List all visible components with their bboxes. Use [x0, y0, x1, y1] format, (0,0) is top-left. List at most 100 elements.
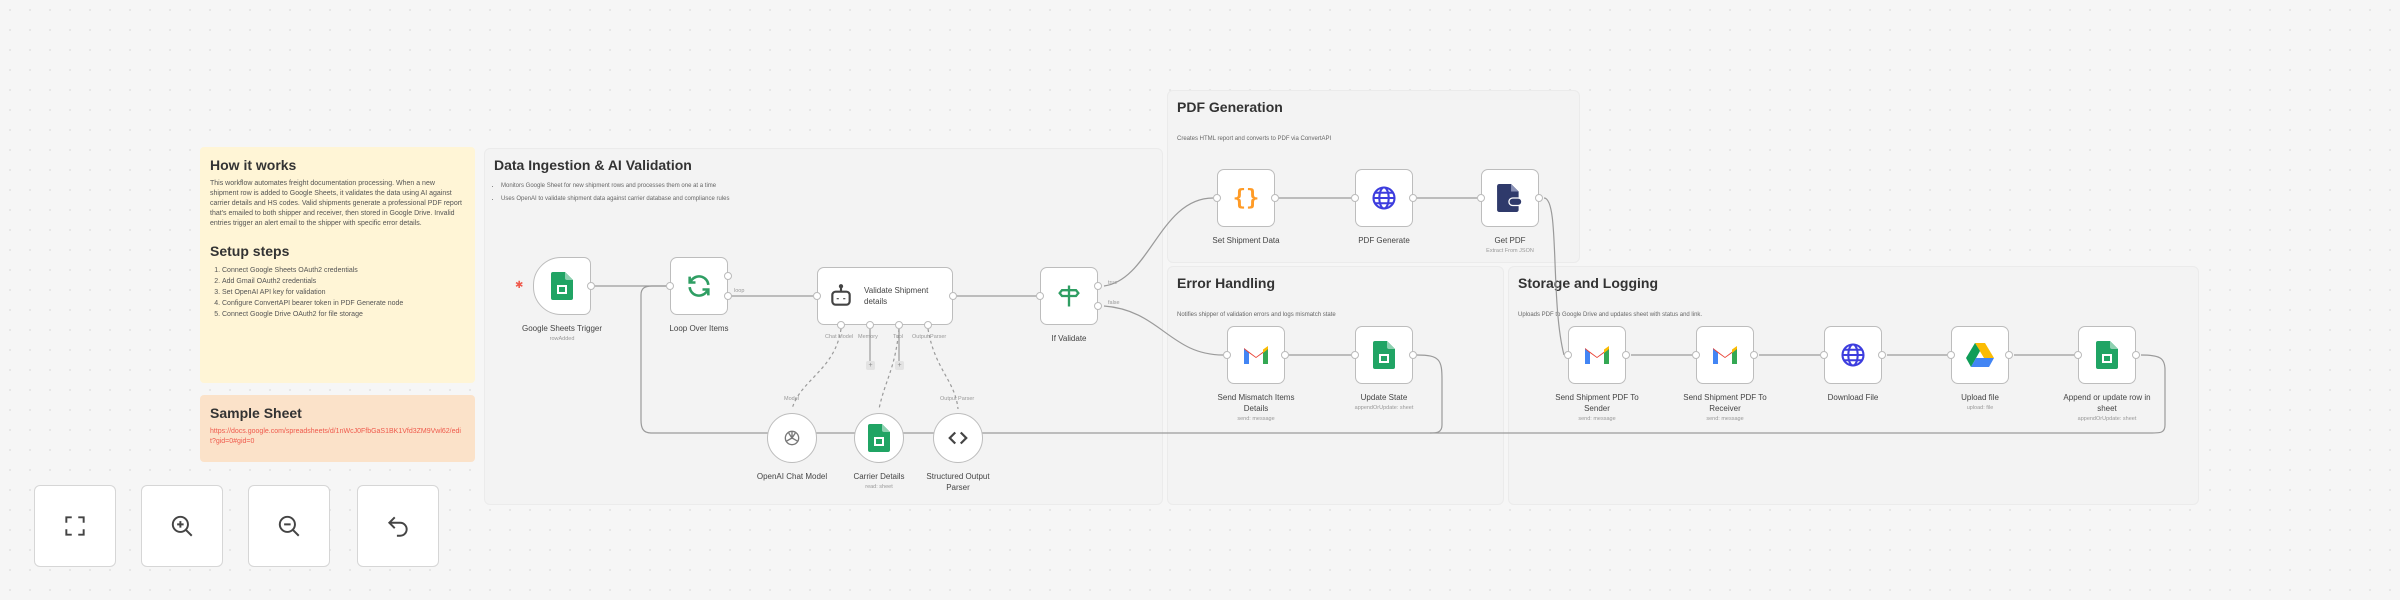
node-carrier[interactable] — [854, 413, 904, 463]
sample-sheet-note[interactable]: Sample Sheet https://docs.google.com/spr… — [200, 395, 475, 462]
section-title: Storage and Logging — [1518, 275, 1658, 291]
if-true-label: true — [1108, 280, 1118, 286]
node-label: Google Sheets Trigger — [521, 324, 603, 333]
node-subtitle: rowAdded — [549, 336, 575, 342]
input-port[interactable] — [1351, 351, 1359, 359]
sub-input-port[interactable] — [924, 321, 932, 329]
edge-tool — [878, 328, 900, 410]
section-description: Notifies shipper of validation errors an… — [1177, 312, 1336, 318]
fit-view-button[interactable] — [34, 485, 116, 567]
node-set-data[interactable]: {} — [1217, 169, 1275, 227]
sub-input-port[interactable] — [837, 321, 845, 329]
node-label: Set Shipment Data — [1212, 236, 1280, 245]
edge-if-false-mismatch — [1103, 305, 1224, 356]
output-port[interactable] — [1409, 194, 1417, 202]
pdf-file-icon — [1497, 184, 1523, 212]
node-pdf-generate[interactable] — [1355, 169, 1413, 227]
code-icon — [947, 427, 969, 449]
output-port[interactable] — [2132, 351, 2140, 359]
input-port[interactable] — [1036, 292, 1044, 300]
output-port[interactable] — [1535, 194, 1543, 202]
node-upload[interactable] — [1951, 326, 2009, 384]
input-port[interactable] — [1477, 194, 1485, 202]
node-validate[interactable]: Validate Shipment details — [817, 267, 953, 325]
setup-step: Set OpenAI API key for validation — [222, 287, 465, 298]
port-output-parser-label: Output Parser — [912, 334, 947, 340]
input-port[interactable] — [813, 292, 821, 300]
node-openai[interactable] — [767, 413, 817, 463]
globe-icon — [1839, 341, 1867, 369]
gmail-icon — [1583, 344, 1611, 366]
braces-icon: {} — [1232, 185, 1260, 211]
node-mismatch[interactable] — [1227, 326, 1285, 384]
globe-icon — [1370, 184, 1398, 212]
input-port[interactable] — [666, 282, 674, 290]
loop-icon — [685, 272, 713, 300]
how-it-works-note[interactable]: How it works This workflow automates fre… — [200, 147, 475, 383]
output-port[interactable] — [1878, 351, 1886, 359]
input-port[interactable] — [1820, 351, 1828, 359]
setup-steps-list: Connect Google Sheets OAuth2 credentials… — [210, 265, 465, 320]
output-port[interactable] — [1094, 302, 1102, 310]
port-memory-label: Memory — [858, 334, 878, 340]
output-port[interactable] — [1094, 282, 1102, 290]
node-sender[interactable] — [1568, 326, 1626, 384]
model-port-label: Model — [784, 396, 799, 402]
zoom-out-button[interactable] — [248, 485, 330, 567]
node-loop[interactable] — [670, 257, 728, 315]
fit-view-icon — [65, 516, 85, 536]
zoom-out-icon — [278, 515, 300, 537]
output-port[interactable] — [2005, 351, 2013, 359]
sample-sheet-title: Sample Sheet — [210, 405, 302, 421]
input-port[interactable] — [1351, 194, 1359, 202]
input-port[interactable] — [1692, 351, 1700, 359]
google-drive-icon — [1966, 342, 1994, 368]
input-port[interactable] — [1947, 351, 1955, 359]
setup-step: Connect Google Sheets OAuth2 credentials — [222, 265, 465, 276]
output-port[interactable] — [1409, 351, 1417, 359]
node-receiver[interactable] — [1696, 326, 1754, 384]
node-get-pdf[interactable] — [1481, 169, 1539, 227]
output-port[interactable] — [1271, 194, 1279, 202]
node-download[interactable] — [1824, 326, 1882, 384]
node-label: Structured Output Parser — [926, 472, 990, 492]
input-port[interactable] — [1564, 351, 1572, 359]
sub-input-port[interactable] — [895, 321, 903, 329]
sample-sheet-link[interactable]: https://docs.google.com/spreadsheets/d/1… — [210, 428, 461, 445]
node-subtitle: read: sheet — [865, 484, 893, 490]
section-error-handling: Error Handling Notifies shipper of valid… — [1167, 266, 1504, 505]
output-port[interactable] — [949, 292, 957, 300]
node-label: If Validate — [1051, 334, 1087, 343]
node-trigger[interactable] — [533, 257, 591, 315]
output-port[interactable] — [1622, 351, 1630, 359]
input-port[interactable] — [2074, 351, 2082, 359]
node-parser[interactable] — [933, 413, 983, 463]
node-label: Send Mismatch Items Details — [1217, 393, 1295, 413]
google-sheets-icon — [868, 424, 890, 452]
node-label: Send Shipment PDF To Sender — [1555, 393, 1639, 413]
output-port[interactable] — [724, 292, 732, 300]
output-port[interactable] — [724, 272, 732, 280]
output-port[interactable] — [1750, 351, 1758, 359]
how-it-works-body: This workflow automates freight document… — [210, 180, 462, 227]
output-port[interactable] — [587, 282, 595, 290]
node-if[interactable] — [1040, 267, 1098, 325]
edge-getpdf-sender — [1543, 197, 1565, 356]
sub-input-port[interactable] — [866, 321, 874, 329]
node-subtitle: appendOrUpdate: sheet — [1354, 405, 1414, 411]
trigger-marker: ✱ — [515, 280, 524, 291]
input-port[interactable] — [1213, 194, 1221, 202]
setup-steps-title: Setup steps — [210, 243, 290, 259]
parser-port-label: Output Parser — [940, 396, 975, 402]
node-append[interactable] — [2078, 326, 2136, 384]
add-tool-button[interactable]: + — [895, 361, 904, 370]
gmail-icon — [1711, 344, 1739, 366]
add-memory-button[interactable]: + — [866, 361, 875, 370]
node-label: PDF Generate — [1358, 236, 1410, 245]
zoom-in-button[interactable] — [141, 485, 223, 567]
output-port[interactable] — [1281, 351, 1289, 359]
node-update-state[interactable] — [1355, 326, 1413, 384]
undo-button[interactable] — [357, 485, 439, 567]
node-subtitle: send: message — [1706, 416, 1744, 422]
input-port[interactable] — [1223, 351, 1231, 359]
